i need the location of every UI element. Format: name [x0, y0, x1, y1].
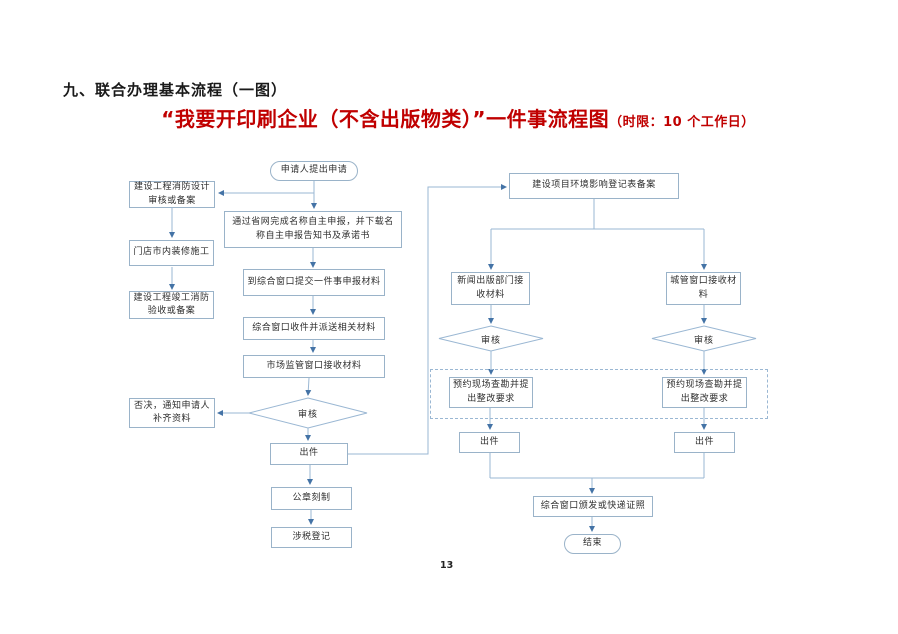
decision-label-press: 审核 [480, 335, 501, 346]
node-market-receive: 市场监管窗口接收材料 [243, 355, 385, 378]
node-license-issue: 综合窗口颁发或快递证照 [533, 496, 653, 517]
node-survey-left: 预约现场查勘并提出整改要求 [449, 377, 533, 408]
node-seal-carving: 公章刻制 [271, 487, 352, 510]
node-shop-decoration: 门店市内装修施工 [129, 240, 214, 266]
node-submit-materials: 到综合窗口提交一件事申报材料 [243, 269, 385, 296]
node-end: 结束 [564, 534, 621, 554]
decision-label-urban: 审核 [693, 335, 714, 346]
node-issue-main: 出件 [270, 443, 348, 465]
page-number: 13 [440, 560, 454, 571]
node-fire-design: 建设工程消防设计审核或备案 [129, 181, 215, 208]
section-heading: 九、联合办理基本流程（一图） [63, 81, 288, 99]
node-press-receive: 新闻出版部门接收材料 [451, 272, 530, 305]
node-survey-right: 预约现场查勘并提出整改要求 [662, 377, 747, 408]
flowchart-title-suffix: （时限：10 个工作日） [609, 115, 755, 130]
flowchart-title-main: “我要开印刷企业（不含出版物类）”一件事流程图 [161, 107, 610, 131]
node-start: 申请人提出申请 [270, 161, 358, 181]
node-name-declare: 通过省网完成名称自主申报，并下载名称自主申报告知书及承诺书 [224, 211, 402, 248]
node-env-register: 建设项目环境影响登记表备案 [509, 173, 679, 199]
node-reject-notice: 否决，通知申请人补齐资料 [129, 398, 215, 428]
node-window-receive: 综合窗口收件并派送相关材料 [243, 317, 385, 340]
node-tax-register: 涉税登记 [271, 527, 352, 548]
flowchart-title: “我要开印刷企业（不含出版物类）”一件事流程图（时限：10 个工作日） [28, 103, 888, 132]
decision-label-main: 审核 [297, 409, 318, 420]
node-issue-right: 出件 [674, 432, 735, 453]
node-urban-receive: 城管窗口接收材料 [666, 272, 741, 305]
node-issue-left: 出件 [459, 432, 520, 453]
node-fire-acceptance: 建设工程竣工消防验收或备案 [129, 291, 214, 319]
survey-dashed-zone [430, 369, 768, 419]
